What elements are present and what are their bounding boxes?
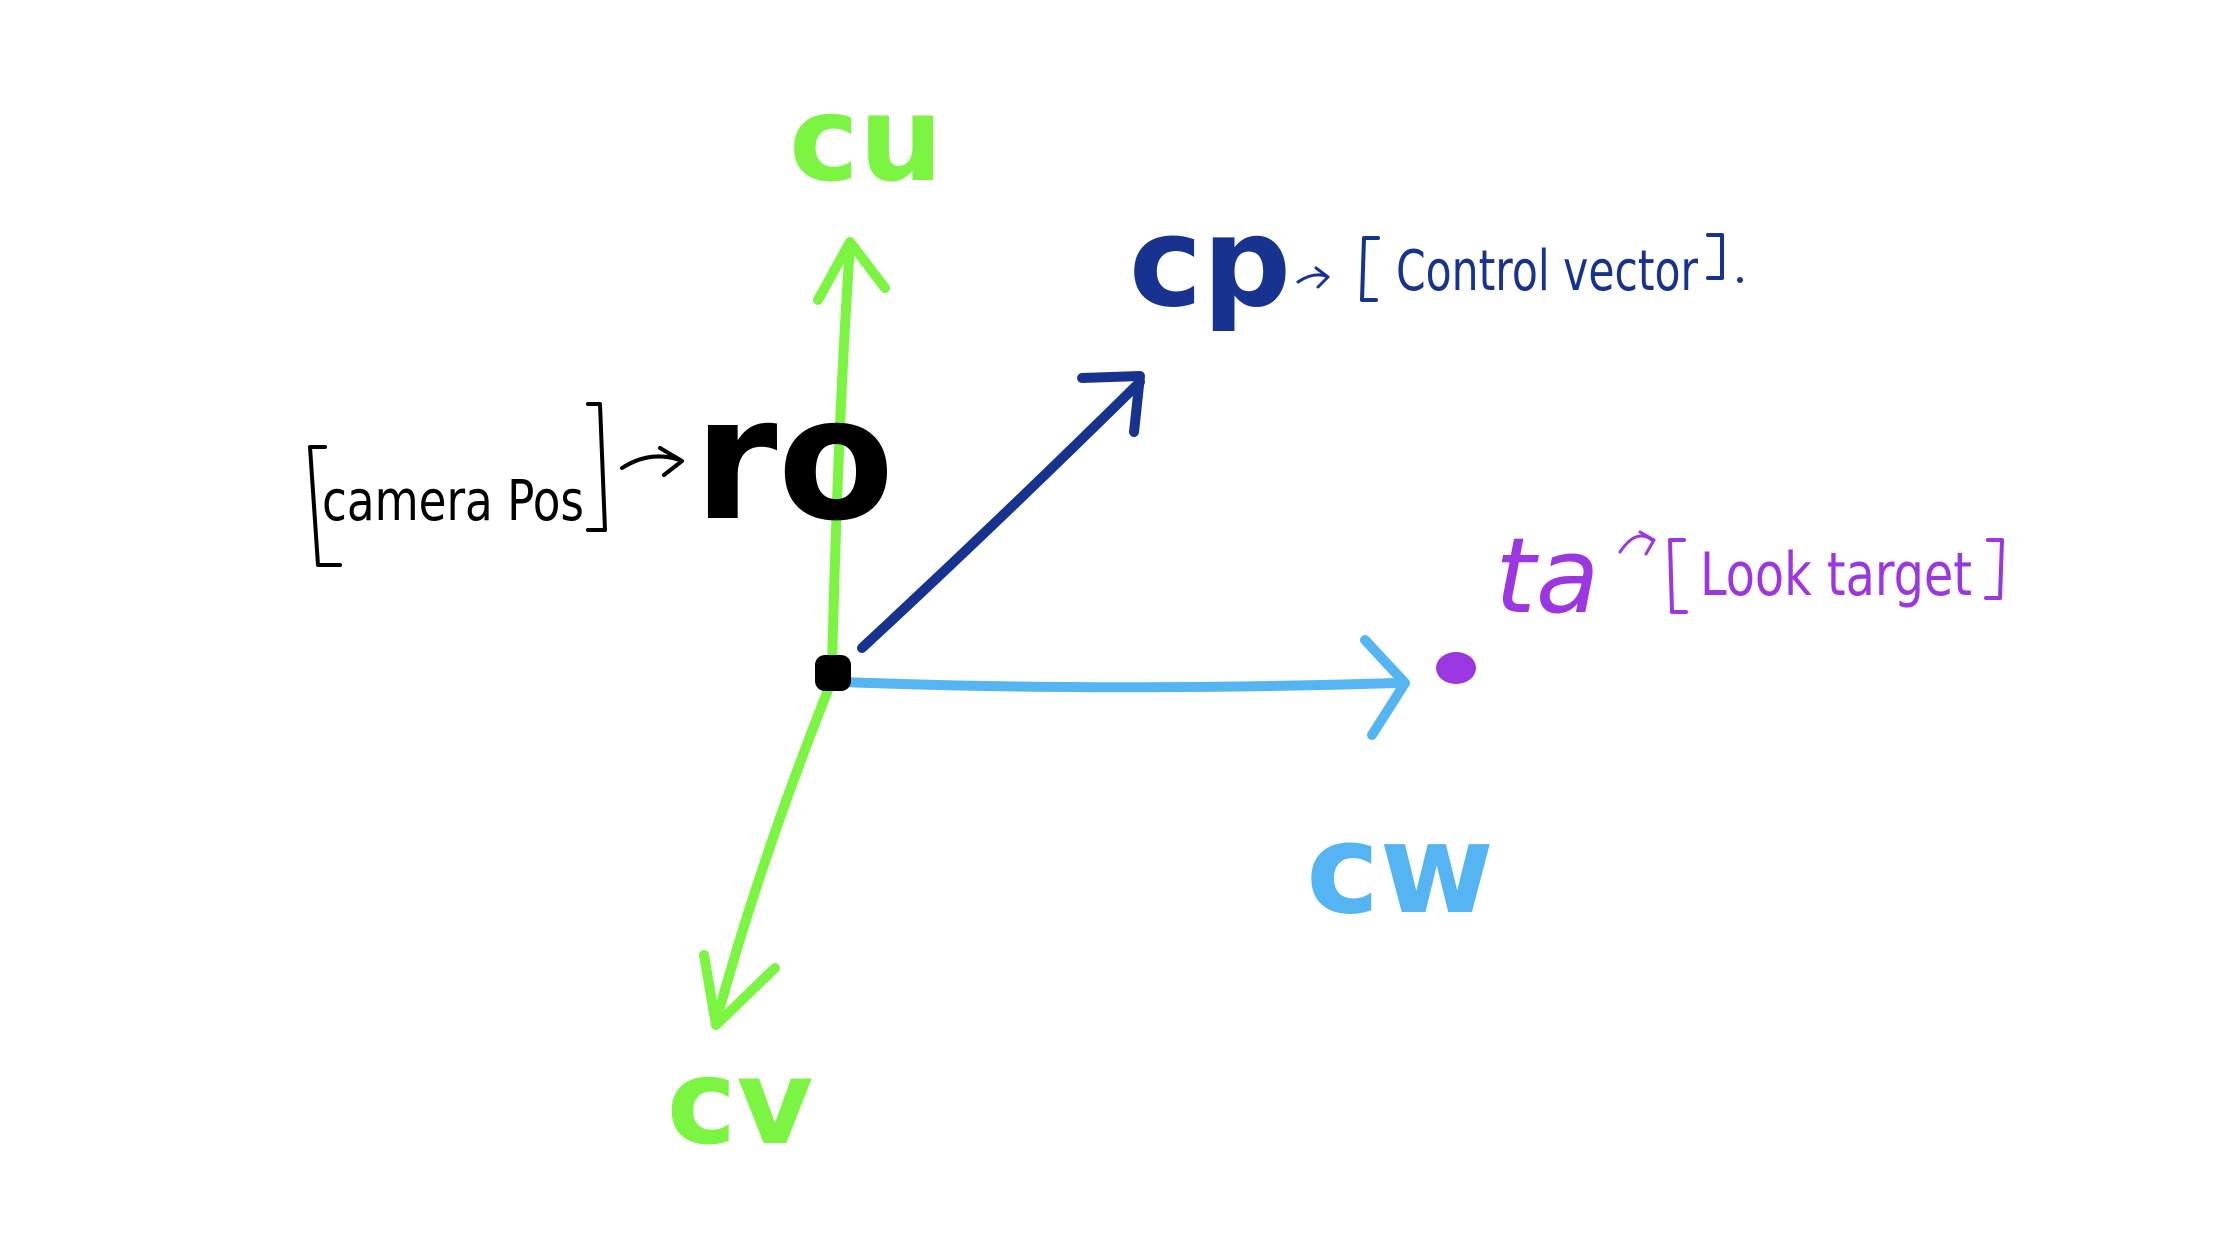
cp-vector-line bbox=[857, 377, 1145, 653]
control-vector-note: Control vector bbox=[1396, 239, 1699, 304]
look-target-annotation: Look target bbox=[1618, 530, 2004, 614]
left-bracket-close bbox=[586, 402, 607, 532]
cv-arrowhead bbox=[699, 950, 780, 1030]
ta-target-point bbox=[1436, 652, 1476, 684]
cv-axis bbox=[699, 675, 837, 1030]
cu-label: cu bbox=[789, 70, 943, 208]
control-vector-arrow bbox=[1296, 266, 1330, 289]
left-bracket-open bbox=[308, 445, 342, 567]
camera-pos-note: camera Pos bbox=[322, 469, 584, 534]
cw-label: cw bbox=[1306, 798, 1494, 942]
camera-pos-annotation: camera Pos bbox=[308, 402, 684, 567]
cp-label: cp bbox=[1129, 191, 1291, 335]
cu-axis bbox=[813, 237, 890, 673]
camera-pos-arrow bbox=[620, 446, 684, 477]
look-target-bracket-open bbox=[1668, 538, 1688, 614]
control-vector-annotation: Control vector bbox=[1296, 233, 1743, 304]
cp-vector bbox=[857, 371, 1145, 653]
cv-axis-line bbox=[711, 675, 837, 1027]
cp-arrowhead bbox=[1077, 371, 1145, 437]
control-vector-bracket-open bbox=[1360, 236, 1380, 302]
ro-origin-point bbox=[815, 655, 851, 691]
ta-label: ta bbox=[1495, 515, 1600, 637]
cu-arrowhead bbox=[813, 237, 890, 305]
cw-arrowhead bbox=[1360, 635, 1410, 740]
look-target-note: Look target bbox=[1700, 540, 1972, 610]
look-target-bracket-close bbox=[1984, 538, 2004, 600]
cw-axis bbox=[837, 635, 1410, 740]
cw-axis-line bbox=[837, 677, 1405, 693]
control-vector-bracket-close bbox=[1706, 233, 1724, 280]
control-vector-period bbox=[1737, 277, 1743, 283]
look-target-arrow bbox=[1618, 530, 1656, 556]
cv-label: cv bbox=[667, 1033, 814, 1171]
ro-label: ro bbox=[694, 361, 895, 559]
cu-axis-line bbox=[827, 240, 855, 673]
